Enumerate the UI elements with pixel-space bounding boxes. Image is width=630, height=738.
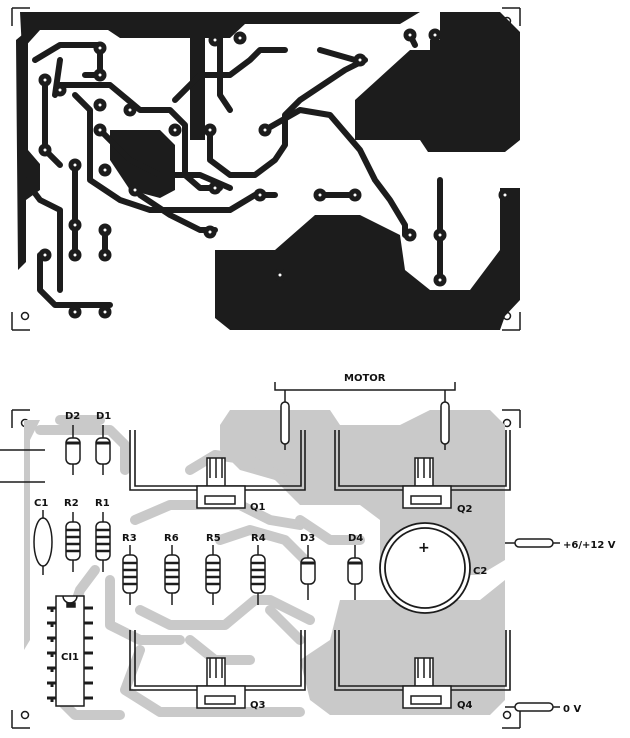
label-q1: Q1: [250, 502, 266, 513]
resistor-r2: [65, 512, 81, 572]
label-q3: Q3: [250, 700, 266, 711]
pcb-component-layout: [0, 382, 560, 729]
label-c2-polarity: +: [418, 540, 430, 556]
label-r5: R5: [206, 533, 221, 544]
diode-d3: [300, 545, 316, 600]
transistor-q3: [196, 657, 246, 709]
label-r6: R6: [164, 533, 179, 544]
label-ci1: CI1: [61, 652, 79, 663]
diodes: [65, 425, 363, 600]
label-d1: D1: [96, 411, 111, 422]
resistor-r3: [122, 545, 138, 605]
motor-leads: [274, 382, 456, 450]
transistor-q4: [402, 657, 452, 709]
label-r1: R1: [95, 498, 110, 509]
copper-planes: [16, 12, 520, 330]
diode-d4: [347, 545, 363, 600]
label-motor: MOTOR: [344, 373, 386, 384]
label-c2: C2: [473, 566, 487, 577]
resistors: [65, 512, 266, 605]
corner-marks-bottom: [11, 409, 521, 729]
pcb-copper-layout: [11, 7, 521, 331]
transistor-q1: [196, 457, 246, 509]
component-labels: MOTOR D2 D1 C1 R2 R1 R3 R6 R5 R4 D3 D4 Q…: [34, 373, 616, 715]
transistors: [196, 457, 452, 709]
capacitor-c2: [379, 522, 471, 614]
label-d2: D2: [65, 411, 80, 422]
resistor-r5: [205, 545, 221, 605]
label-r2: R2: [64, 498, 79, 509]
copper-pads: [38, 28, 512, 319]
label-r3: R3: [122, 533, 137, 544]
diode-d2: [65, 425, 81, 475]
label-d4: D4: [348, 533, 363, 544]
capacitor-c1: [33, 510, 53, 575]
transistor-q2: [402, 457, 452, 509]
external-wires: [0, 449, 560, 712]
label-c1: C1: [34, 498, 48, 509]
label-r4: R4: [251, 533, 266, 544]
label-d3: D3: [300, 533, 315, 544]
label-q4: Q4: [457, 700, 473, 711]
resistor-r6: [164, 545, 180, 605]
copper-traces: [22, 32, 443, 308]
label-supply: +6/+12 V: [563, 540, 616, 551]
resistor-r1: [95, 512, 111, 572]
label-ground: 0 V: [563, 704, 581, 715]
resistor-r4: [250, 545, 266, 605]
diode-d1: [95, 425, 111, 475]
label-q2: Q2: [457, 504, 473, 515]
ic-ci1: [47, 595, 93, 707]
